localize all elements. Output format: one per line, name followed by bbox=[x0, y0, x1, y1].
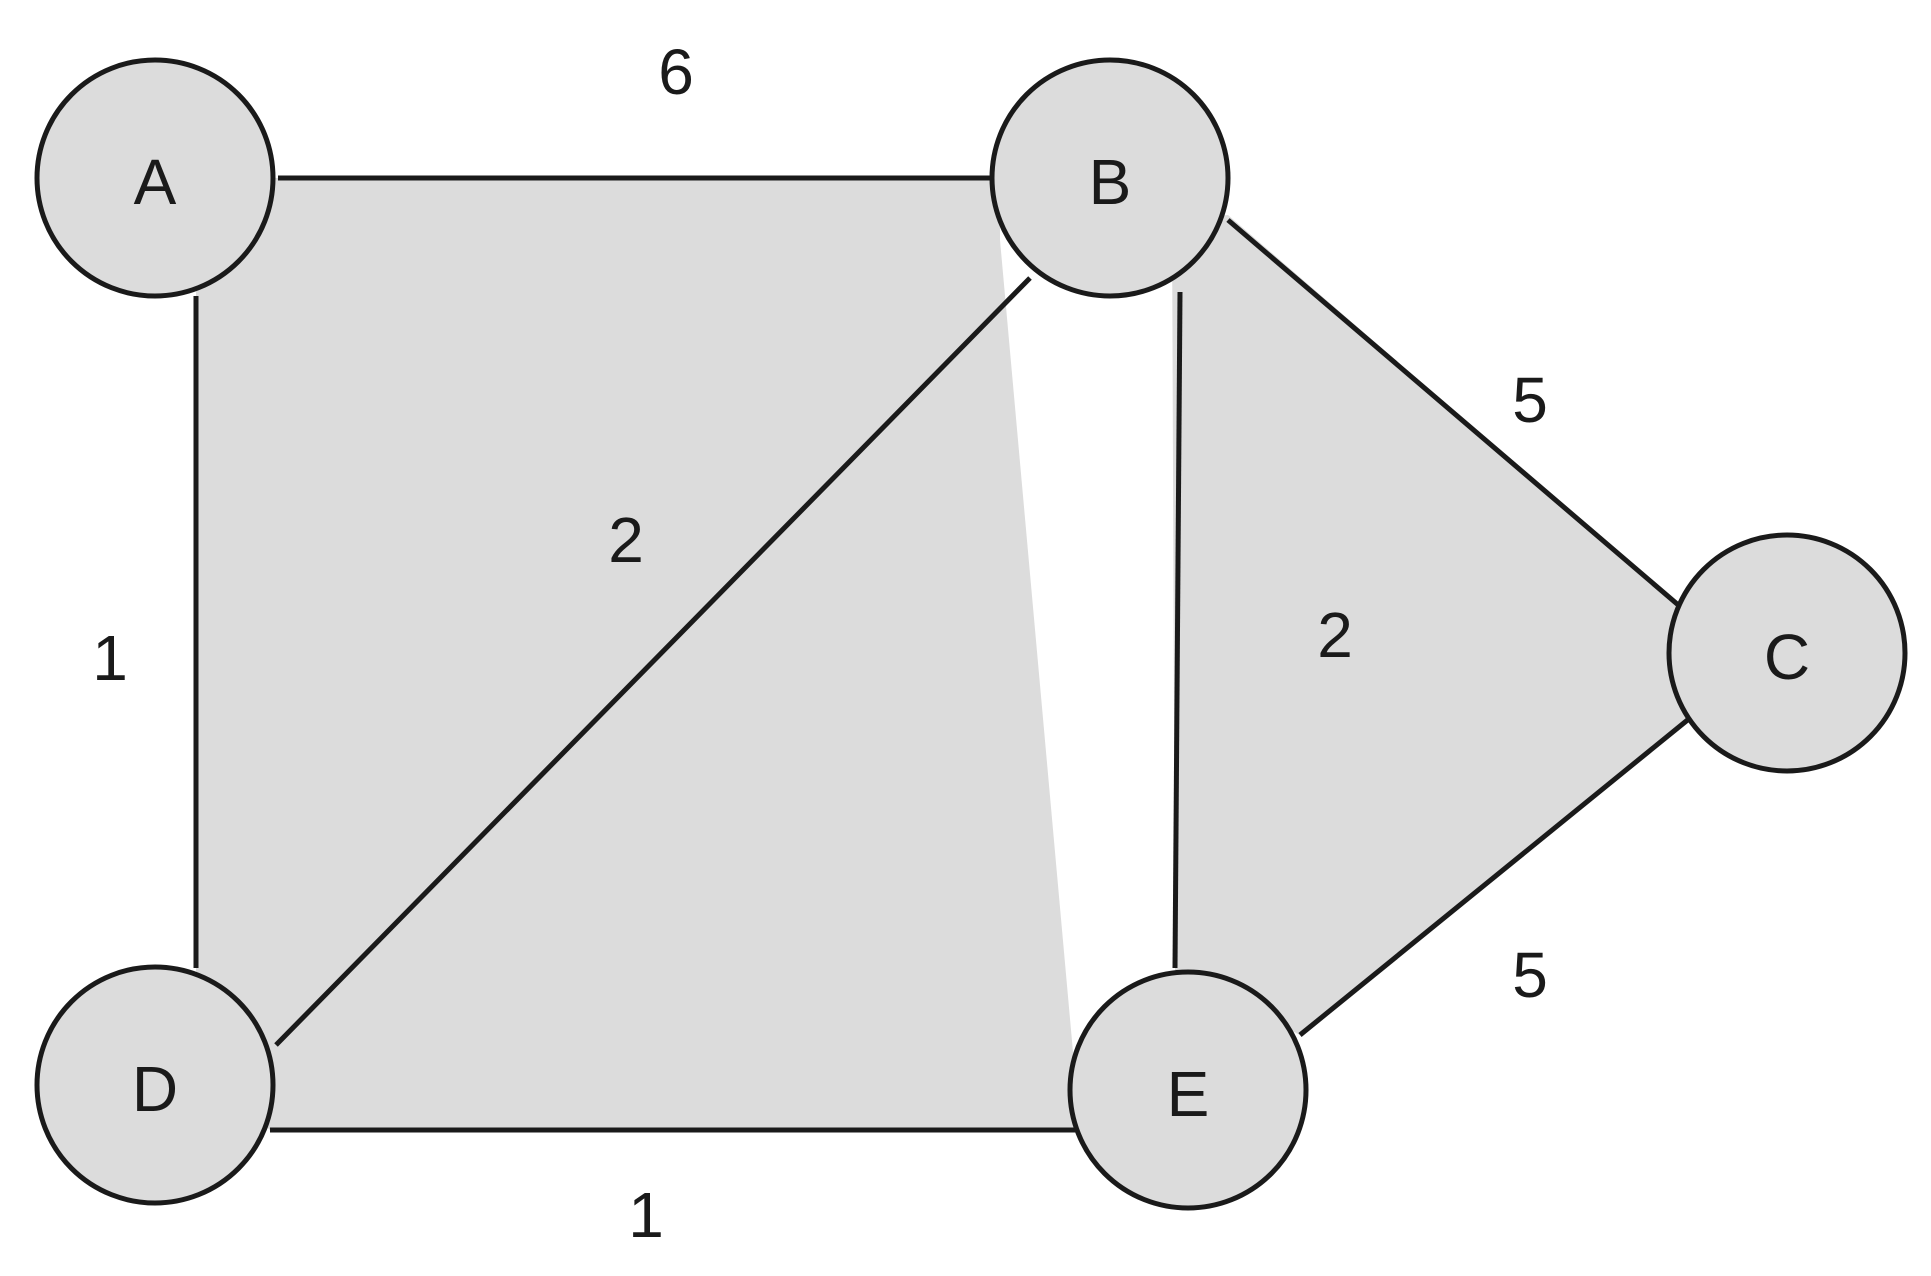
node-circle-e bbox=[1067, 969, 1309, 1211]
node-b: B bbox=[989, 57, 1231, 299]
shaded-region-right bbox=[1172, 215, 1690, 1035]
edge-weight-b-d: 2 bbox=[608, 504, 644, 576]
edge-b-d bbox=[274, 276, 1032, 1047]
node-circle-b bbox=[989, 57, 1231, 299]
edge-b-e bbox=[1172, 291, 1183, 969]
node-circle-d bbox=[34, 964, 276, 1206]
node-d: D bbox=[34, 964, 276, 1206]
node-label-b: B bbox=[1089, 146, 1132, 218]
edge-weight-e-c: 5 bbox=[1512, 939, 1548, 1011]
edge-weight-a-d: 1 bbox=[92, 622, 128, 694]
node-circle-c bbox=[1666, 532, 1908, 774]
edge-e-c bbox=[1298, 716, 1692, 1037]
node-a: A bbox=[34, 57, 276, 299]
node-label-d: D bbox=[132, 1053, 178, 1125]
node-label-c: C bbox=[1764, 621, 1810, 693]
shaded-region-left bbox=[196, 178, 1080, 1130]
edge-weight-a-b: 6 bbox=[658, 36, 694, 108]
edge-weight-b-c: 5 bbox=[1512, 364, 1548, 436]
node-circle-a bbox=[34, 57, 276, 299]
node-e: E bbox=[1067, 969, 1309, 1211]
edge-b-c bbox=[1226, 218, 1692, 617]
node-label-e: E bbox=[1167, 1058, 1210, 1130]
edge-weight-d-e: 1 bbox=[628, 1179, 664, 1251]
edge-weights-layer: 6 1 2 2 5 5 1 bbox=[92, 36, 1548, 1251]
nodes-layer: A B C D E bbox=[34, 57, 1908, 1211]
edge-weight-b-e: 2 bbox=[1317, 599, 1353, 671]
node-label-a: A bbox=[134, 146, 177, 218]
node-c: C bbox=[1666, 532, 1908, 774]
edges-layer bbox=[193, 175, 1692, 1133]
